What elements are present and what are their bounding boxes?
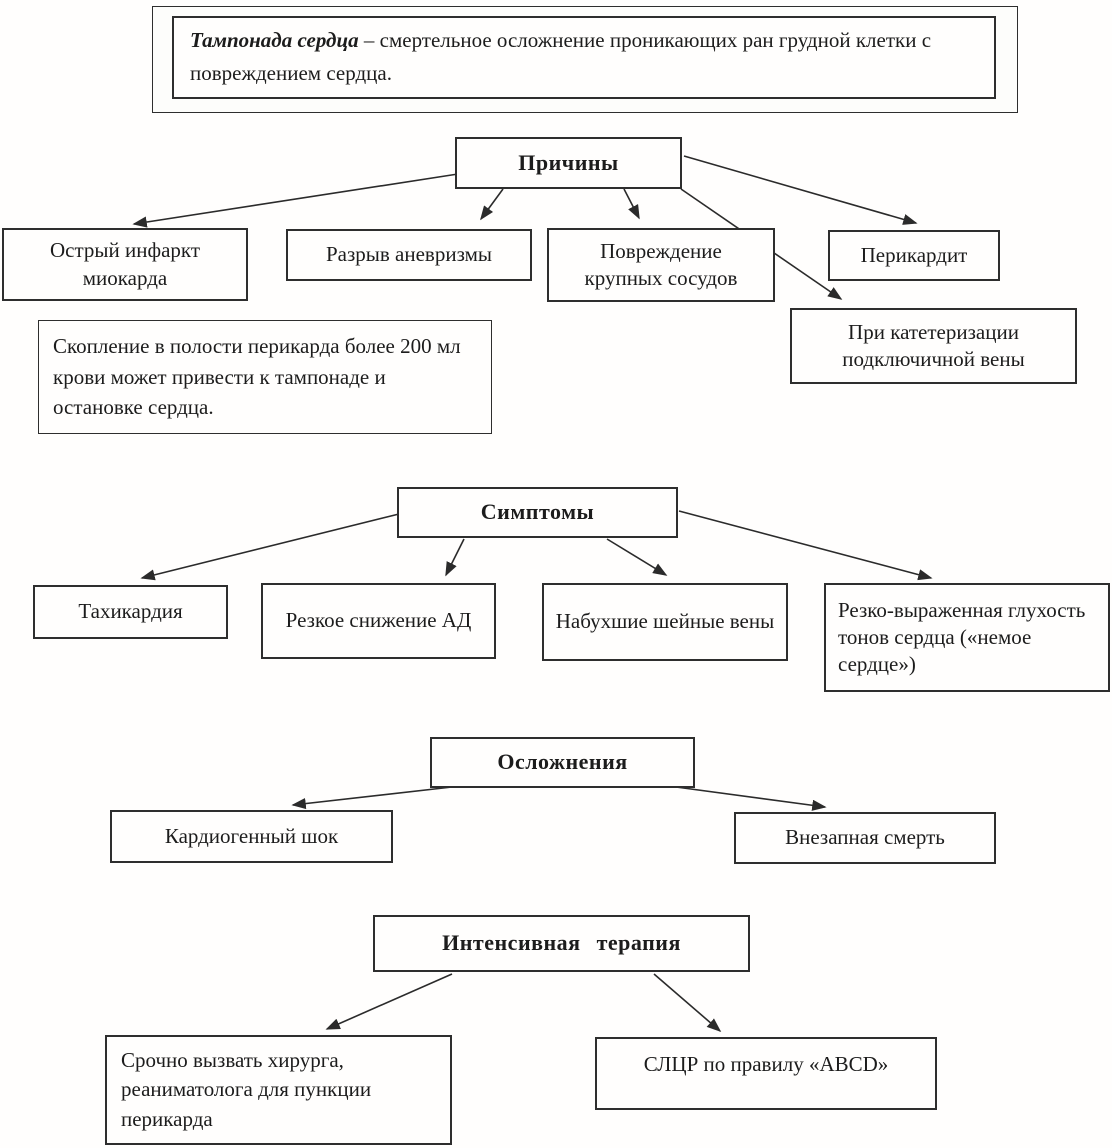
complications-header-box: Осложнения	[430, 737, 695, 788]
arrow-symptoms-to-muffled-sounds	[678, 510, 933, 581]
arrow-complications-to-shock	[291, 786, 453, 810]
arrow-causes-to-aneurysm	[480, 188, 504, 221]
symptom-tachycardia: Тахикардия	[33, 585, 228, 639]
therapy-header-box: Интенсивная терапия	[373, 915, 750, 972]
therapy-call-surgeon: Срочно вызвать хирурга, реаниматолога дл…	[105, 1035, 452, 1145]
cause-pericarditis: Перикардит	[828, 230, 1000, 281]
cause-subclavian-catheterization: При катетеризации подключичной вены	[790, 308, 1077, 384]
cause-acute-mi: Острый инфаркт миокарда	[2, 228, 248, 301]
complication-sudden-death: Внезапная смерть	[734, 812, 996, 864]
therapy-cpr-abcd: СЛЦР по правилу «ABCD»	[595, 1037, 937, 1110]
pericardium-note: Скопление в полости перикарда более 200 …	[38, 320, 492, 434]
arrow-therapy-to-surgeon	[325, 973, 453, 1030]
arrow-therapy-to-cpr	[653, 973, 722, 1033]
arrow-symptoms-to-tachycardia	[140, 513, 400, 581]
cause-aneurysm-rupture: Разрыв аневризмы	[286, 229, 532, 281]
arrow-causes-to-vessel-damage	[623, 188, 640, 220]
arrow-causes-to-pericarditis	[683, 155, 918, 225]
causes-header-box: Причины	[455, 137, 682, 189]
definition-text: – смертельное осложнение проникающих ран…	[190, 28, 932, 85]
symptoms-header-box: Симптомы	[397, 487, 678, 538]
arrow-causes-to-acute-mi	[132, 173, 459, 228]
definition-text-box: Тампонада сердца – смертельное осложнени…	[172, 16, 996, 99]
symptom-bp-drop: Резкое снижение АД	[261, 583, 496, 659]
arrow-symptoms-to-neck-veins	[606, 538, 668, 576]
arrow-symptoms-to-bp-drop	[445, 538, 465, 577]
symptom-muffled-heart-sounds: Резко-выраженная глухость тонов сердца (…	[824, 583, 1110, 692]
cause-vessel-damage: Повреждение крупных сосудов	[547, 228, 775, 302]
arrow-complications-to-death	[675, 786, 827, 811]
symptom-neck-veins: Набухшие шейные вены	[542, 583, 788, 661]
definition-term: Тампонада сердца	[190, 28, 359, 52]
complication-cardiogenic-shock: Кардиогенный шок	[110, 810, 393, 863]
